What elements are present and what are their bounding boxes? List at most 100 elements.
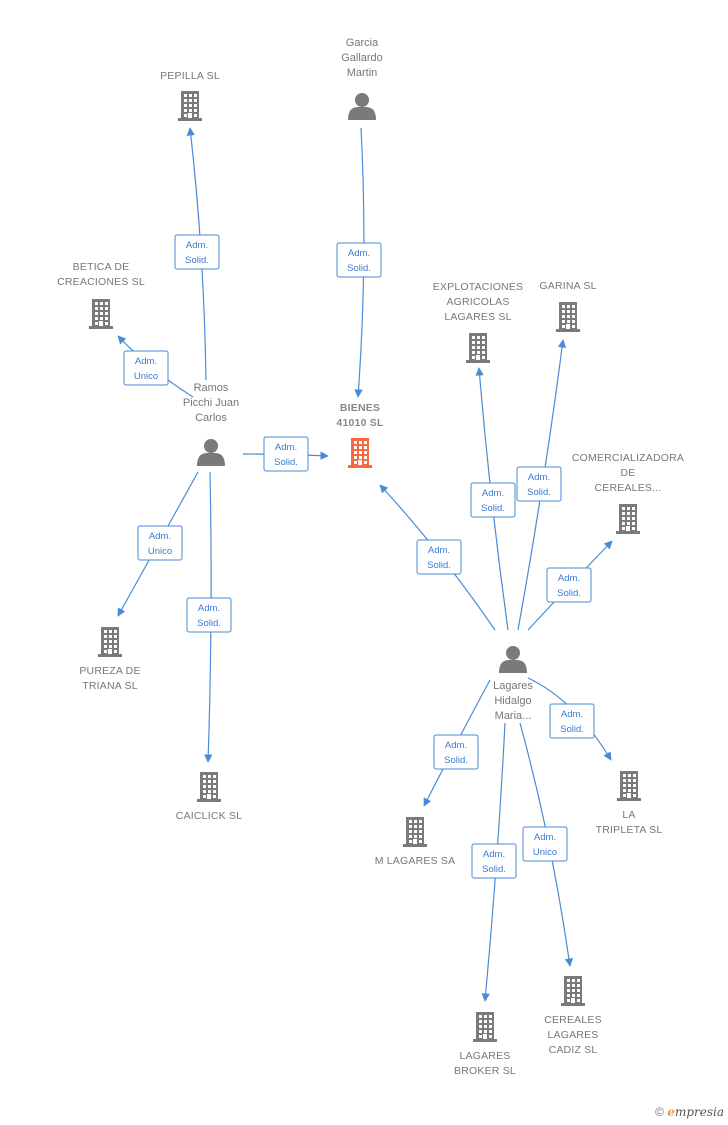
copyright-symbol: © [655, 1105, 664, 1119]
edge-label-box[interactable] [522, 826, 568, 862]
building-icon [561, 976, 585, 1006]
edge-label-line: Solid. [481, 503, 505, 514]
edge-label-box[interactable] [123, 350, 169, 386]
edge-label-box[interactable] [137, 525, 183, 561]
brand-logo[interactable]: empresia [667, 1105, 724, 1119]
edge-label-line: Adm. [558, 573, 580, 584]
edge-lagares-to-cereales[interactable]: Adm.Unico [519, 722, 574, 967]
edge-label-line: Solid. [482, 864, 506, 875]
edge-lagares-to-explotaciones[interactable]: Adm.Solid. [470, 367, 516, 631]
building-icon [98, 627, 122, 657]
edge-lagares-to-latripleta[interactable]: Adm. Solid. [527, 677, 612, 761]
person-icon [197, 439, 225, 466]
edge-label-box[interactable] [263, 436, 309, 472]
node-pureza[interactable]: PUREZA DE TRIANA SL [79, 627, 140, 692]
edge-label-line: Unico [134, 371, 158, 382]
node-label-line: Lagares [493, 680, 533, 692]
edge-label-line: Solid. [527, 487, 551, 498]
edge-ramos-to-caiclick[interactable]: Adm. Solid. [186, 471, 232, 763]
node-label-line: PUREZA DE [79, 665, 140, 677]
building-icon [473, 1012, 497, 1042]
node-explotaciones[interactable]: EXPLOTACIONES AGRICOLAS LAGARES SL [433, 281, 524, 363]
node-label-line: Carlos [195, 412, 227, 424]
node-label-line: BIENES [340, 402, 380, 414]
edge-label-box[interactable] [470, 482, 516, 518]
building-icon [178, 91, 202, 121]
edge-label-line: Solid. [557, 588, 581, 599]
edge-label-line: Adm. [561, 709, 583, 720]
edge-label-box[interactable] [471, 843, 517, 879]
person-icon [499, 646, 527, 673]
edge-ramos-to-pureza[interactable]: Adm. Unico [117, 471, 199, 617]
node-label-line: Gallardo [341, 52, 383, 64]
node-label-line: LAGARES [547, 1029, 598, 1041]
edge-label-line: Adm. [275, 442, 297, 453]
node-label-line: Martin [347, 67, 378, 79]
edge-label-box[interactable] [416, 539, 462, 575]
edge-label-box[interactable] [174, 234, 220, 270]
edge-label-line: Solid. [197, 618, 221, 629]
node-label-line: Hidalgo [494, 695, 531, 707]
edge-lagares-to-comercializadora[interactable]: Adm. Solid. [527, 540, 613, 631]
edge-lagares-to-bienes[interactable]: Adm. Solid. [379, 484, 496, 631]
edge-label-box[interactable] [516, 466, 562, 502]
node-label-line: GARINA SL [539, 280, 596, 292]
node-pepilla[interactable]: PEPILLA SL [160, 70, 220, 121]
building-icon [556, 302, 580, 332]
edge-label-box[interactable] [433, 734, 479, 770]
edge-label-line: Unico [148, 546, 172, 557]
edge-ramos-to-pepilla[interactable]: Adm. Solid. [174, 127, 220, 381]
building-icon [616, 504, 640, 534]
edge-label-line: Adm. [198, 603, 220, 614]
node-label-line: Maria... [495, 710, 532, 722]
edge-label-line: Adm. [483, 849, 505, 860]
edge-label-line: Adm. [149, 531, 171, 542]
node-mlagares[interactable]: M LAGARES SA [375, 817, 456, 867]
node-label-line: DE [621, 467, 636, 479]
node-comercializadora[interactable]: COMERCIALIZADORADECEREALES... [572, 452, 684, 534]
person-icon [348, 93, 376, 120]
node-label-line: LAGARES SL [444, 311, 511, 323]
edge-label-line: Solid. [274, 457, 298, 468]
node-label-line: CEREALES [544, 1014, 602, 1026]
node-label-line: TRIANA SL [82, 680, 137, 692]
edge-label-line: Solid. [185, 255, 209, 266]
node-lagares[interactable]: LagaresHidalgoMaria... [493, 646, 533, 722]
edge-lagares-to-mlagares[interactable]: Adm.Solid. [423, 679, 491, 807]
edge-label-line: Solid. [347, 263, 371, 274]
node-label-line: CEREALES... [595, 482, 662, 494]
building-icon [617, 771, 641, 801]
edge-label-box[interactable] [546, 567, 592, 603]
edge-lagares-to-lagaresbroker[interactable]: Adm. Solid. [471, 722, 517, 1002]
edge-label-box[interactable] [549, 703, 595, 739]
node-bienes[interactable]: BIENES 41010 SL [336, 402, 384, 468]
edge-label-box[interactable] [336, 242, 382, 278]
brand-name: mpresia [674, 1105, 724, 1119]
node-label-line: PEPILLA SL [160, 70, 220, 82]
building-icon [466, 333, 490, 363]
node-label-line: EXPLOTACIONES [433, 281, 524, 293]
edge-garcia-to-bienes[interactable]: Adm.Solid. [336, 127, 382, 398]
edge-label-line: Solid. [427, 560, 451, 571]
edge-label-line: Adm. [428, 545, 450, 556]
edge-label-line: Solid. [560, 724, 584, 735]
node-label-line: AGRICOLAS [446, 296, 509, 308]
edge-ramos-to-betica[interactable]: Adm.Unico [117, 335, 194, 398]
node-caiclick[interactable]: CAICLICK SL [176, 772, 242, 822]
node-garina[interactable]: GARINA SL [539, 280, 596, 332]
edge-label-line: Adm. [186, 240, 208, 251]
node-label-line: 41010 SL [336, 417, 384, 429]
node-label-line: Ramos [194, 382, 229, 394]
building-icon [348, 438, 372, 468]
edge-label-box[interactable] [186, 597, 232, 633]
edge-label-line: Adm. [528, 472, 550, 483]
edge-lagares-to-garina[interactable]: Adm. Solid. [516, 339, 567, 631]
edge-ramos-to-bienes[interactable]: Adm. Solid. [242, 436, 329, 472]
